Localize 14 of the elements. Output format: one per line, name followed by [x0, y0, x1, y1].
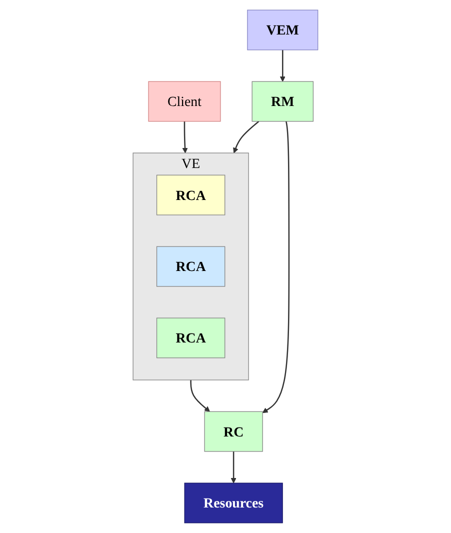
node-box: RM	[252, 81, 314, 122]
arrow	[262, 121, 290, 414]
arrow	[280, 50, 286, 82]
node-box: RCA	[156, 246, 226, 287]
node-box: RC	[204, 411, 263, 452]
arrow	[182, 121, 188, 154]
node-box: Resources	[184, 482, 283, 524]
node-box: RCA	[156, 174, 226, 216]
arrow	[190, 380, 210, 412]
arrow	[230, 451, 236, 484]
node-box: VEM	[247, 10, 318, 50]
arrow	[233, 120, 260, 154]
node-box: RCA	[156, 318, 226, 358]
node-box: Client	[148, 81, 221, 122]
